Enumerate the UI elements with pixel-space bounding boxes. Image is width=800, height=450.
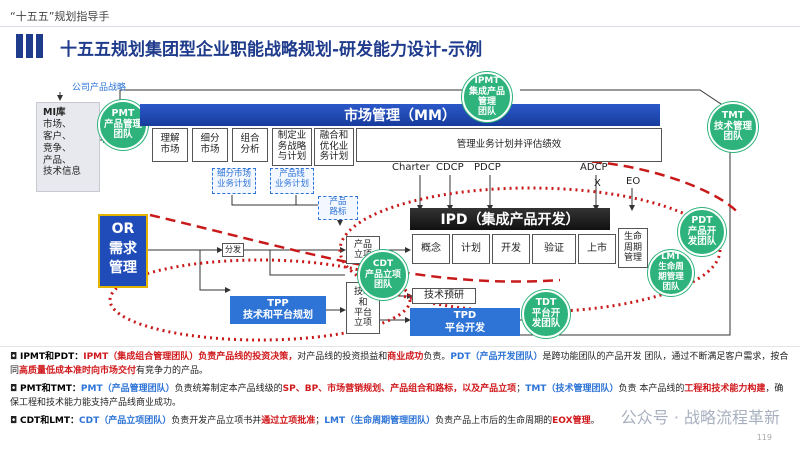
team-tmt[interactable]: TMT 技术管理 团队 — [708, 102, 758, 152]
mi-item: 客户、 — [43, 130, 72, 142]
mm-stage: 融合和 优化业 务计划 — [314, 128, 354, 166]
note-text: EOX管理 — [552, 416, 591, 426]
mm-stage: 理解 市场 — [152, 128, 188, 162]
note-text: 负责开发产品立项书并 — [171, 416, 262, 426]
team-pmt[interactable]: PMT 产品管理 团队 — [98, 100, 148, 150]
checkpoint-pdcp: PDCP — [474, 162, 501, 173]
mi-title: MI库 — [43, 107, 66, 118]
note-text: 是跨功能团队的产品开发 团队，通过不断满足客户需求，按合同 — [10, 352, 789, 376]
mi-library-box: MI库 市场、 客户、 竞争、 产品、 技术信息 — [36, 102, 100, 192]
checkpoint-cdcp: CDCP — [436, 162, 464, 173]
note-text: ； — [315, 416, 325, 426]
checkpoint-adcp: ADCP — [580, 162, 608, 173]
note-line-1: ◘ IPMT和PDT：IPMT（集成组合管理团队）负责产品线的投资决策，对产品线… — [10, 352, 789, 376]
checkpoint-charter: Charter — [392, 162, 430, 173]
note-text: IPMT（集成组合管理团队）负责产品线的投资决策， — [83, 352, 298, 362]
mm-stage: 细分 市场 — [192, 128, 228, 162]
mm-stage: 管理业务计划并评估绩效 — [356, 128, 662, 162]
mm-stage: 组合 分析 — [232, 128, 268, 162]
company-strategy-label: 公司产品战略 — [72, 83, 127, 93]
note-text: 通过立项批准 — [261, 416, 316, 426]
note-text: 对产品线的投资损益和 — [297, 352, 388, 362]
tpp-box: TPP 技术和平台规划 — [230, 296, 326, 324]
notes-panel: ◘ IPMT和PDT：IPMT（集成组合管理团队）负责产品线的投资决策，对产品线… — [0, 346, 800, 450]
note-text: SP、BP、市场营销规划、产品组合和路标，以及产品立项 — [282, 384, 517, 394]
note-text: 负责。 — [423, 352, 451, 362]
ipd-stage: 验证 — [532, 234, 576, 264]
note-text: PDT（产品开发团队） — [450, 352, 543, 362]
note-key: CDT和LMT： — [19, 416, 80, 426]
note-text: 商业成功 — [387, 352, 424, 362]
note-text: 有竞争力的产品。 — [136, 365, 209, 376]
checkpoint-x: X — [594, 178, 601, 189]
note-text: PMT（产品管理团队） — [80, 384, 175, 394]
page-title: 十五五规划集团型企业职能战略规划-研发能力设计-示例 — [60, 40, 483, 60]
header-divider — [0, 26, 800, 27]
ipd-stage: 概念 — [412, 234, 450, 264]
team-pdt[interactable]: PDT 产品开 发团队 — [678, 208, 726, 256]
note-line-2: ◘ PMT和TMT：PMT（产品管理团队）负责统筹制定本产品线级的SP、BP、市… — [10, 384, 784, 408]
ipd-stage: 生命 周期 管理 — [618, 228, 648, 268]
team-tdt[interactable]: TDT 平台开 发团队 — [522, 290, 570, 338]
note-text: CDT（产品立项团队） — [79, 416, 172, 426]
ipd-stage: 上市 — [578, 234, 616, 264]
mi-item: 产品、 — [43, 154, 72, 166]
ipd-bar: IPD（集成产品开发） — [410, 208, 610, 230]
note-text: 负责产品上市后的生命周期的 — [435, 416, 553, 426]
note-text: 。 — [590, 416, 600, 426]
header-tag: “十五五”规划指导手 — [10, 10, 110, 23]
note-line-3: ◘ CDT和LMT：CDT（产品立项团队）负责开发产品立项书并通过立项批准；LM… — [10, 416, 600, 426]
note-key: PMT和TMT： — [19, 384, 81, 394]
mi-item: 技术信息 — [43, 166, 82, 178]
distribute-box: 分发 — [222, 243, 244, 257]
note-text: 高质量低成本准时向市场交付 — [19, 365, 137, 376]
note-text: ，确保工程和技术能力能支持产品线商业成功。 — [10, 384, 784, 408]
or-requirement-box: OR 需求 管理 — [98, 214, 148, 288]
title-decoration — [16, 34, 46, 62]
note-text: 负责 本产品线的 — [618, 384, 685, 394]
watermark: 公众号 · 战略流程革新 — [620, 408, 780, 427]
page-number: 119 — [756, 433, 772, 442]
segment-plan-box: 细分市场 业务计划 — [212, 168, 256, 194]
ipd-stage: 计划 — [452, 234, 490, 264]
team-ipmt[interactable]: IPMT 集成产品 管理 团队 — [462, 72, 512, 122]
tpp-highlight-ellipse — [108, 258, 412, 342]
team-cdt[interactable]: CDT 产品立项 团队 — [358, 250, 408, 300]
mm-bar: 市场管理（MM） — [140, 104, 660, 126]
note-text: TMT（技术管理团队） — [525, 384, 619, 394]
mm-stage: 制定业 务战略 与计划 — [272, 128, 312, 166]
tpd-box: TPD 平台开发 — [410, 308, 520, 336]
note-text: 负责统筹制定本产品线级的 — [174, 384, 283, 394]
mi-item: 市场、 — [43, 118, 72, 130]
note-text: 工程和技术能力构建 — [684, 384, 766, 394]
note-text: ； — [516, 384, 526, 394]
checkpoint-eo: EO — [626, 176, 641, 187]
note-text: LMT（生命周期管理团队） — [324, 416, 436, 426]
ipd-stage: 开发 — [492, 234, 530, 264]
line-plan-box: 产品线 业务计划 — [270, 168, 314, 194]
product-roadmap-box: 产品 路标 — [318, 196, 358, 220]
mi-item: 竞争、 — [43, 142, 72, 154]
note-key: IPMT和PDT： — [19, 352, 84, 362]
team-lmt[interactable]: LMT 生命周 期管理 团队 — [648, 250, 694, 296]
tech-research-box: 技术预研 — [412, 288, 476, 304]
